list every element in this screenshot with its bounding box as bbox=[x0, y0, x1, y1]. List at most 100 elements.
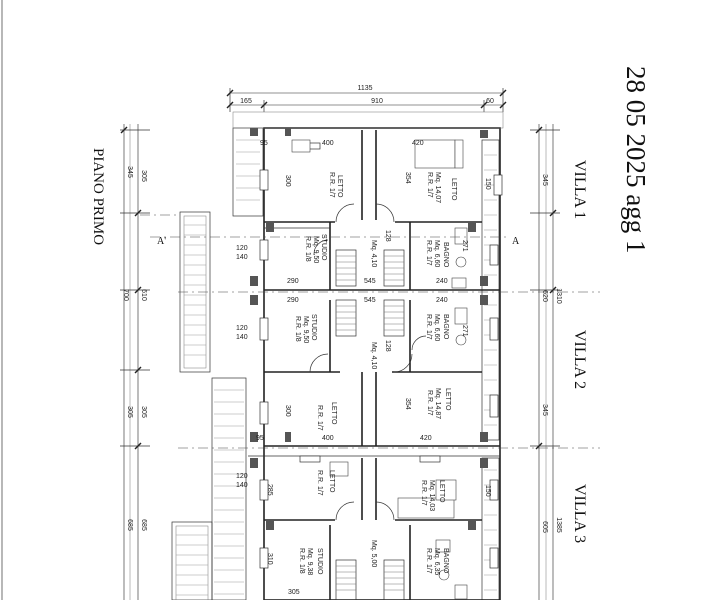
right-dimension-chain: 345 620 1310 345 605 1385 bbox=[530, 124, 562, 600]
dim-left-9b: 305 bbox=[140, 406, 147, 418]
inner-dim-13: 128 bbox=[384, 230, 391, 242]
inner-dim-14: 300 bbox=[284, 405, 291, 417]
inner-dim-17: 400 bbox=[322, 435, 334, 442]
staircase-villa-3 bbox=[335, 559, 405, 600]
inner-dim-10b: 240 bbox=[436, 297, 448, 304]
dim-overall-width: 1135 bbox=[357, 85, 372, 92]
corridor-1: Mq. 4,10 bbox=[370, 240, 377, 267]
balcony-dim-6: 140 bbox=[236, 482, 248, 489]
inner-dim-5: 354 bbox=[404, 172, 411, 184]
dim-left-width: 165 bbox=[240, 98, 252, 105]
dim-right-4: 345 bbox=[541, 404, 548, 416]
room-studio-1-spec1: Mq. 9,50 bbox=[312, 236, 319, 263]
inner-dim-1: 95 bbox=[260, 140, 268, 147]
inner-dim-18: 420 bbox=[420, 435, 432, 442]
room-letto-3-name: LETTO bbox=[330, 402, 337, 425]
room-letto-6-name: LETTO bbox=[438, 480, 445, 503]
dim-left-9: 305 bbox=[126, 406, 133, 418]
room-bagno-2-spec2: R.R. 1/7 bbox=[425, 314, 432, 340]
room-bagno-3-name: BAGNO bbox=[442, 548, 449, 574]
inner-dim-8: 290 bbox=[287, 278, 299, 285]
staircase-villa-1 bbox=[335, 249, 405, 287]
balcony-dim-2: 140 bbox=[236, 254, 248, 261]
inner-dim-3: 420 bbox=[412, 140, 424, 147]
door-swings bbox=[309, 203, 427, 521]
dim-left-6: 610 bbox=[140, 289, 147, 301]
room-letto-2-spec1: Mq. 14,07 bbox=[434, 172, 441, 203]
room-bagno-1-name: BAGNO bbox=[442, 242, 449, 268]
inner-dim-16: 95 bbox=[256, 435, 264, 442]
plan-title: PIANO PRIMO bbox=[90, 148, 106, 245]
room-studio-1-name: STUDIO bbox=[320, 234, 327, 261]
room-studio-2-spec1: Mq. 9,50 bbox=[302, 316, 309, 343]
dim-right-width: 60 bbox=[486, 98, 494, 105]
room-studio-2-name: STUDIO bbox=[310, 314, 317, 341]
inner-dimensions: 95 400 420 300 354 150 290 545 240 290 5… bbox=[236, 140, 491, 596]
balcony-left-lower bbox=[171, 521, 213, 600]
balcony-dim-4: 140 bbox=[236, 334, 248, 341]
inner-dim-21: 305 bbox=[288, 589, 300, 596]
inner-dim-4: 300 bbox=[284, 175, 291, 187]
room-letto-4-spec2: R.R. 1/7 bbox=[426, 390, 433, 416]
dim-left-1: 345 bbox=[126, 166, 133, 178]
windows bbox=[259, 142, 503, 569]
room-letto-6-spec2: R.R. 1/7 bbox=[420, 480, 427, 506]
inner-dim-11b: 271 bbox=[461, 325, 468, 337]
balcony-dim-5: 120 bbox=[236, 473, 248, 480]
room-bagno-2-name: BAGNO bbox=[442, 314, 449, 340]
column-markers bbox=[250, 128, 488, 530]
villa-3-label: VILLA 3 bbox=[571, 484, 588, 543]
room-bagno-2-spec1: Mq. 6,60 bbox=[433, 314, 440, 341]
terrace-top-left bbox=[232, 127, 264, 217]
inner-dim-9: 545 bbox=[364, 278, 376, 285]
dim-right-1: 345 bbox=[541, 174, 548, 186]
furniture-beds bbox=[291, 139, 464, 519]
room-bagno-1-spec1: Mq. 6,60 bbox=[433, 240, 440, 267]
dim-right-6: 1385 bbox=[555, 517, 562, 533]
room-studio-2-spec2: R.R. 1/8 bbox=[294, 316, 301, 342]
room-studio-1-spec2: R.R. 1/8 bbox=[304, 236, 311, 262]
corridor-3: Mq. 5,00 bbox=[370, 540, 377, 567]
terrace-left-strip bbox=[211, 377, 247, 600]
corridor-2: Mq. 4,10 bbox=[370, 342, 377, 369]
room-letto-2-name: LETTO bbox=[450, 178, 457, 201]
room-letto-5-spec: R.R. 1/7 bbox=[316, 470, 323, 496]
inner-dim-10: 240 bbox=[436, 278, 448, 285]
terrace-right-strips bbox=[481, 139, 500, 600]
drawing-date: 28 05 2025 agg 1 bbox=[621, 66, 651, 253]
inner-dim-6: 150 bbox=[484, 178, 491, 190]
dim-left-5: 700 bbox=[122, 289, 129, 301]
inner-dim-23: 150 bbox=[484, 485, 491, 497]
room-letto-3-spec: R.R. 1/7 bbox=[316, 405, 323, 431]
room-letto-1-name: LETTO bbox=[336, 175, 343, 198]
inner-dim-8b: 290 bbox=[287, 297, 299, 304]
villa-1-label: VILLA 1 bbox=[571, 160, 588, 219]
balcony-dim-1: 120 bbox=[236, 245, 248, 252]
room-studio-3-name: STUDIO bbox=[316, 548, 323, 575]
room-bagno-3-spec2: R.R. 1/7 bbox=[425, 548, 432, 574]
dim-left-2: 305 bbox=[140, 170, 147, 182]
inner-dim-11: 271 bbox=[461, 240, 468, 252]
dim-middle-width: 910 bbox=[371, 98, 383, 105]
section-line-aa: A' A bbox=[150, 236, 520, 247]
section-mark-right: A bbox=[512, 236, 520, 247]
inner-dim-13b: 128 bbox=[384, 340, 391, 352]
balcony-dim-3: 120 bbox=[236, 325, 248, 332]
building-walls bbox=[232, 111, 504, 600]
room-bagno-3-spec1: Mq. 6,35 bbox=[433, 548, 440, 575]
room-studio-3-spec1: Mq. 9,38 bbox=[306, 548, 313, 575]
dim-right-3: 1310 bbox=[555, 288, 562, 304]
inner-dim-20: 310 bbox=[266, 553, 273, 565]
room-studio-3-spec2: R.R. 1/8 bbox=[298, 548, 305, 574]
staircase-villa-2 bbox=[335, 299, 405, 337]
axis-lines bbox=[140, 214, 600, 449]
room-letto-4-name: LETTO bbox=[444, 388, 451, 411]
left-dimension-chain: 345 305 700 610 305 305 685 685 bbox=[120, 124, 150, 600]
room-letto-2-spec2: R.R. 1/7 bbox=[426, 172, 433, 198]
inner-dim-19: 285 bbox=[266, 484, 273, 496]
room-letto-4-spec1: Mq. 14,87 bbox=[434, 388, 441, 419]
room-bagno-1-spec2: R.R. 1/7 bbox=[425, 240, 432, 266]
dim-right-2: 620 bbox=[541, 290, 548, 302]
bath-fixtures bbox=[435, 227, 468, 600]
